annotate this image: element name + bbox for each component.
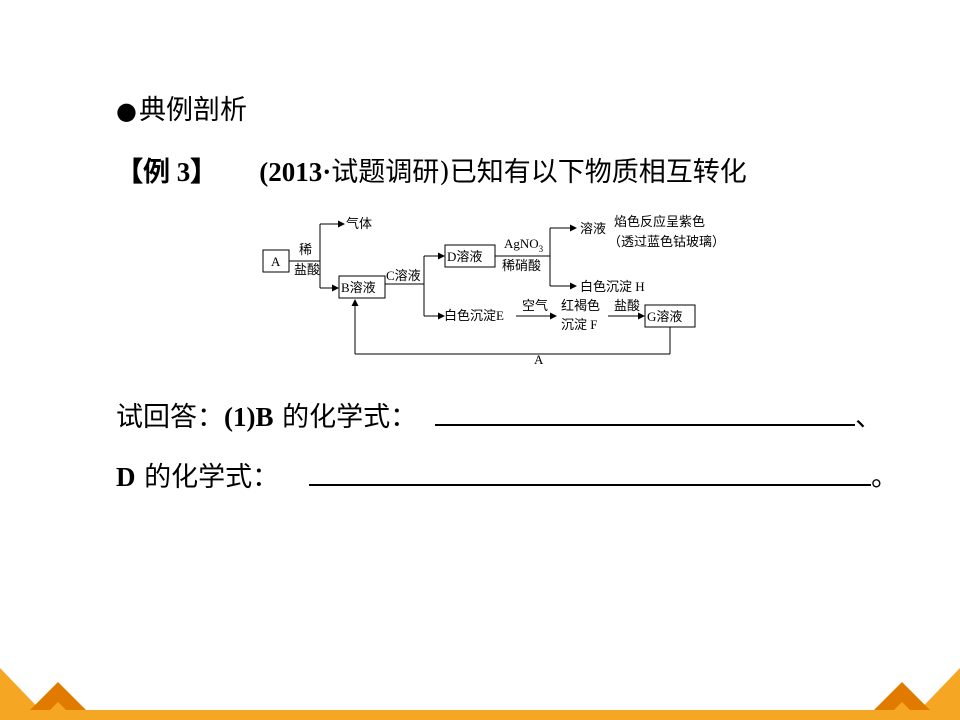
label-c-solution: C溶液: [386, 268, 421, 283]
question-2-prefix: D: [116, 462, 136, 492]
label-gas: 气体: [346, 216, 372, 231]
example-tag: 【例 3】: [116, 157, 218, 187]
label-precipitate-f: 沉淀 F: [561, 317, 597, 332]
label-hcl: 盐酸: [614, 298, 640, 313]
example-source-rest: 试题调研): [331, 157, 450, 188]
label-white-precipitate-h: 白色沉淀 H: [580, 279, 645, 294]
example-source: (2013·: [259, 157, 332, 187]
label-g-solution: G溶液: [647, 309, 682, 324]
question-1: 试回答：(1)B 的化学式： 、: [116, 395, 882, 434]
label-b-solution: B溶液: [341, 280, 376, 295]
section-heading: ●典例剖析: [116, 88, 247, 127]
label-solution: 溶液: [580, 221, 606, 236]
example-line: 【例 3】 (2013·试题调研)已知有以下物质相互转化: [116, 150, 747, 189]
label-return-a: A: [534, 352, 544, 367]
question-1-number: (1)B: [224, 402, 274, 432]
box-b: [338, 275, 386, 299]
question-2-end: 。: [871, 462, 899, 493]
bottom-accent-bar: [0, 710, 960, 720]
label-a: A: [271, 254, 281, 269]
answer-blank-d[interactable]: [309, 462, 872, 486]
label-flame-test: 焰色反应呈紫色: [614, 214, 705, 229]
question-1-prefix: 试回答：: [116, 402, 224, 433]
label-cobalt-glass: （透过蓝色钴玻璃）: [608, 234, 718, 249]
label-hydrochloric: 盐酸: [294, 262, 320, 277]
label-white-precipitate-e: 白色沉淀E: [444, 308, 504, 323]
reaction-diagram: A 稀 盐酸 气体 B溶液 C溶液 D溶液 AgNO3 稀硝酸 溶液 焰色反应呈…: [262, 214, 718, 367]
heading-text: 典例剖析: [138, 95, 247, 126]
label-air: 空气: [522, 298, 548, 313]
example-intro: 已知有以下物质相互转化: [449, 157, 747, 188]
question-1-suffix: 的化学式：: [273, 402, 418, 433]
label-red-brown: 红褐色: [561, 298, 600, 313]
label-dilute: 稀: [299, 242, 312, 257]
answer-blank-b[interactable]: [435, 402, 856, 426]
label-dilute-nitric: 稀硝酸: [502, 258, 541, 273]
bullet-icon: ●: [116, 97, 137, 125]
question-1-end: 、: [855, 402, 883, 433]
question-2-suffix: 的化学式：: [135, 462, 280, 493]
label-d-solution: D溶液: [447, 249, 482, 264]
label-agno3: AgNO3: [504, 236, 544, 254]
question-2: D 的化学式： 。: [116, 455, 898, 494]
